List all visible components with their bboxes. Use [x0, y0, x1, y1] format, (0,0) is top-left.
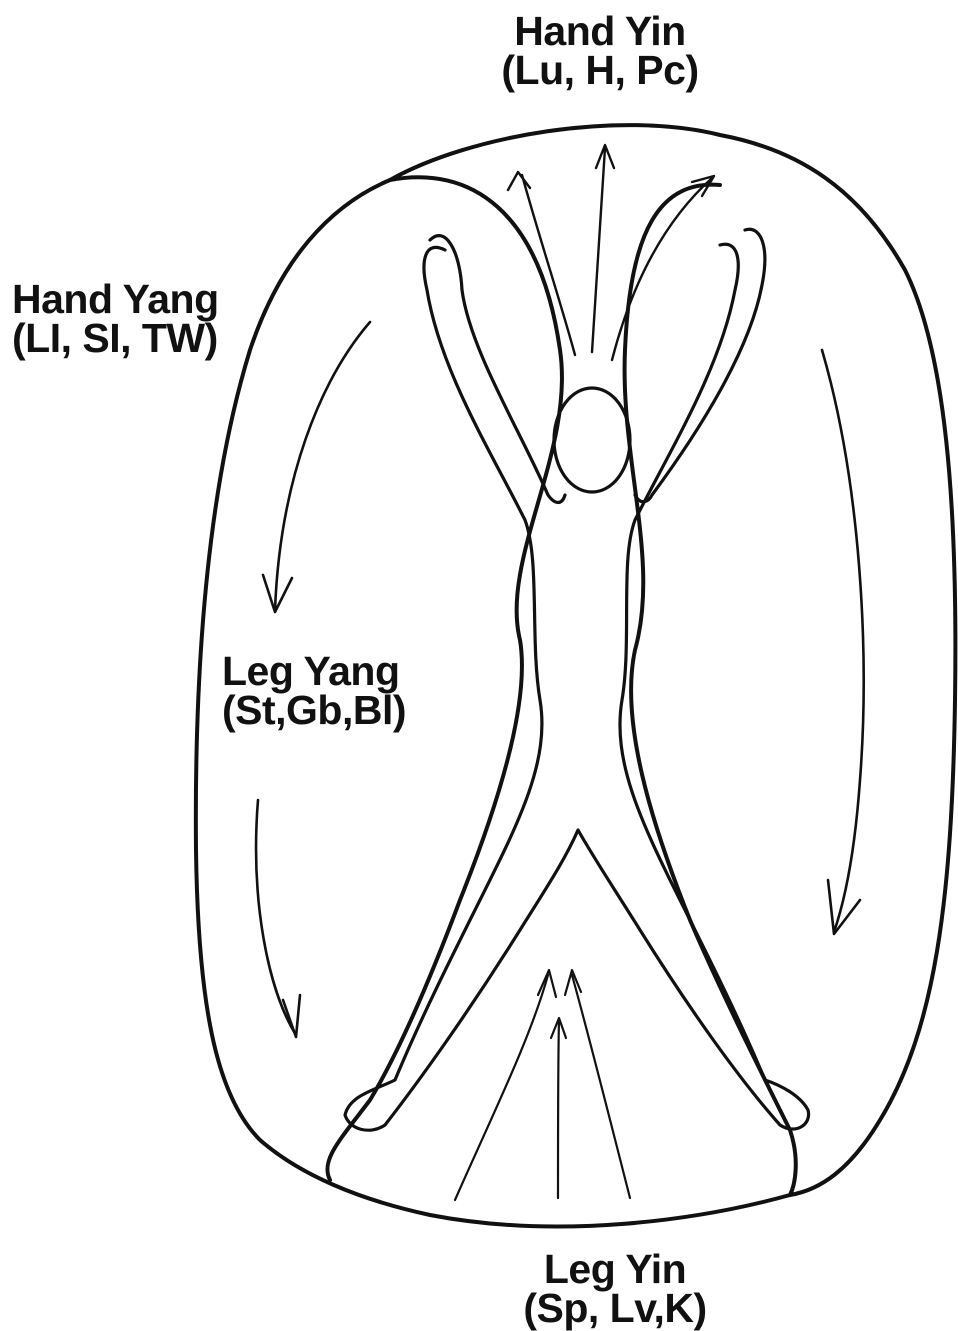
hand-yin-title: Hand Yin [490, 12, 710, 51]
leg-yin-title: Leg Yin [500, 1250, 730, 1289]
leg-yin-label: Leg Yin (Sp, Lv,K) [500, 1250, 730, 1328]
hand-yin-arrow-left [522, 175, 575, 355]
leg-yin-meridians: (Sp, Lv,K) [500, 1289, 730, 1328]
hand-yin-arrow-center [592, 148, 605, 352]
hand-yang-label: Hand Yang (LI, SI, TW) [12, 280, 252, 358]
hand-yin-arrows [508, 145, 714, 360]
hand-yin-label: Hand Yin (Lu, H, Pc) [490, 12, 710, 90]
hand-yang-title: Hand Yang [12, 280, 252, 319]
leg-yang-arrow-left [256, 800, 296, 1035]
leg-yin-arrowhead-left [538, 970, 556, 997]
leg-yang-meridians: (St,Gb,Bl) [222, 691, 442, 730]
leg-yin-arrow-center [558, 1020, 559, 1198]
hand-yang-meridians: (LI, SI, TW) [12, 319, 252, 358]
hand-yin-meridians: (Lu, H, Pc) [490, 51, 710, 90]
yang-arrowhead-right [828, 880, 860, 934]
leg-yang-title: Leg Yang [222, 652, 442, 691]
yang-arrow-right [822, 350, 864, 932]
leg-yin-arrow-right [572, 975, 630, 1198]
leg-yang-label: Leg Yang (St,Gb,Bl) [222, 652, 442, 730]
figure-head [554, 388, 630, 492]
leg-yin-arrows [455, 970, 630, 1200]
inner-right-loop [625, 185, 796, 1195]
hand-yang-arrow-left [275, 322, 370, 610]
